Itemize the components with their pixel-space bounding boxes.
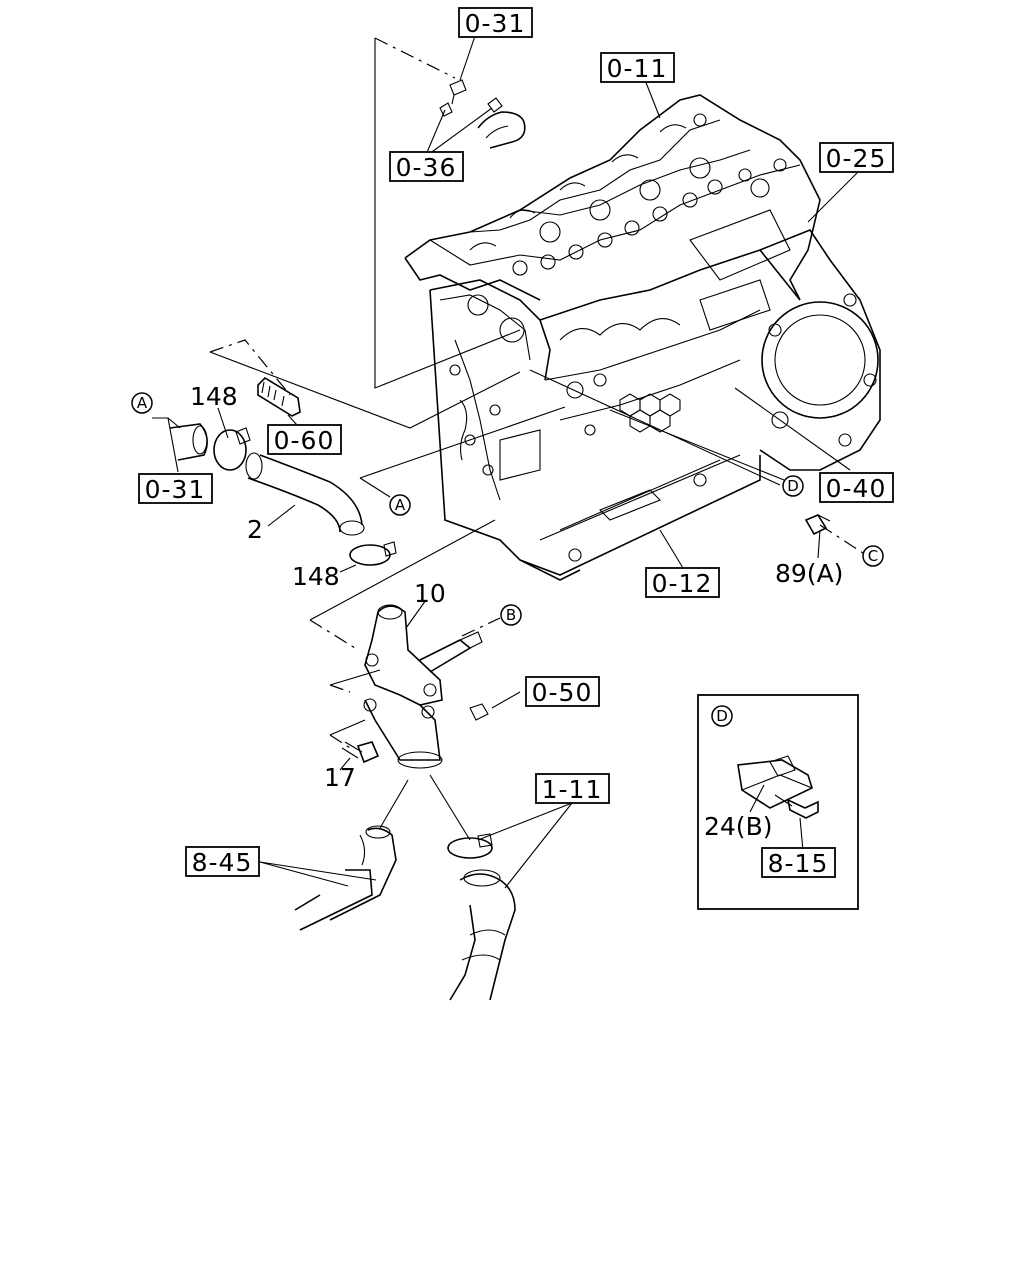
fittings-top [439, 79, 526, 149]
part-number-148-mid: 148 [292, 562, 340, 591]
ref-box-0-25: 0-25 [819, 142, 894, 173]
sensor-0-60 [257, 376, 301, 417]
callout-d-block: D [782, 475, 804, 497]
svg-text:D: D [787, 477, 799, 495]
thermostat-housing-10 [363, 604, 489, 769]
callout-a-mid: A [389, 494, 411, 516]
svg-text:0-31: 0-31 [465, 9, 526, 38]
ref-box-0-31-left: 0-31 [138, 473, 213, 504]
svg-text:A: A [395, 496, 406, 514]
callout-b: B [500, 604, 522, 626]
part-number-10: 10 [414, 579, 446, 608]
ref-box-8-15: 8-15 [761, 847, 836, 878]
ref-box-0-60: 0-60 [267, 424, 342, 455]
ref-box-0-12: 0-12 [645, 567, 720, 598]
svg-text:0-50: 0-50 [532, 678, 593, 707]
hose-2 [169, 423, 397, 566]
ref-box-0-40: 0-40 [819, 472, 894, 503]
svg-text:8-15: 8-15 [768, 849, 829, 878]
part-number-24b: 24(B) [704, 812, 772, 841]
bolt-17 [341, 741, 380, 764]
svg-text:C: C [868, 547, 878, 565]
svg-text:0-40: 0-40 [826, 474, 887, 503]
ref-box-0-36: 0-36 [389, 151, 464, 182]
fitting-89a [804, 513, 831, 536]
part-number-148-top: 148 [190, 382, 238, 411]
svg-text:A: A [137, 394, 148, 412]
part-number-2: 2 [247, 515, 263, 544]
ref-box-8-45: 8-45 [185, 846, 260, 877]
ref-box-1-11: 1-11 [535, 773, 610, 804]
part-number-17: 17 [324, 763, 356, 792]
hose-8-45 [294, 825, 397, 931]
svg-text:B: B [506, 606, 516, 624]
svg-text:0-36: 0-36 [396, 153, 457, 182]
svg-text:D: D [716, 707, 728, 725]
svg-text:0-60: 0-60 [274, 426, 335, 455]
leader-lines [152, 35, 864, 889]
hose-1-11 [447, 833, 516, 1001]
engine-block [404, 94, 881, 581]
callout-c: C [862, 545, 884, 567]
svg-text:0-31: 0-31 [145, 475, 206, 504]
callout-d-inset: D [711, 705, 733, 727]
part-number-89a: 89(A) [775, 559, 843, 588]
svg-text:0-11: 0-11 [607, 54, 668, 83]
ref-box-0-50: 0-50 [525, 676, 600, 707]
svg-text:1-11: 1-11 [542, 775, 603, 804]
svg-text:8-45: 8-45 [192, 848, 253, 877]
callout-a-left: A [131, 392, 153, 414]
ref-box-0-31-top: 0-31 [458, 7, 533, 38]
ref-box-0-11: 0-11 [600, 52, 675, 83]
svg-text:0-25: 0-25 [826, 144, 887, 173]
detail-inset-d [697, 694, 859, 910]
svg-text:0-12: 0-12 [652, 569, 713, 598]
